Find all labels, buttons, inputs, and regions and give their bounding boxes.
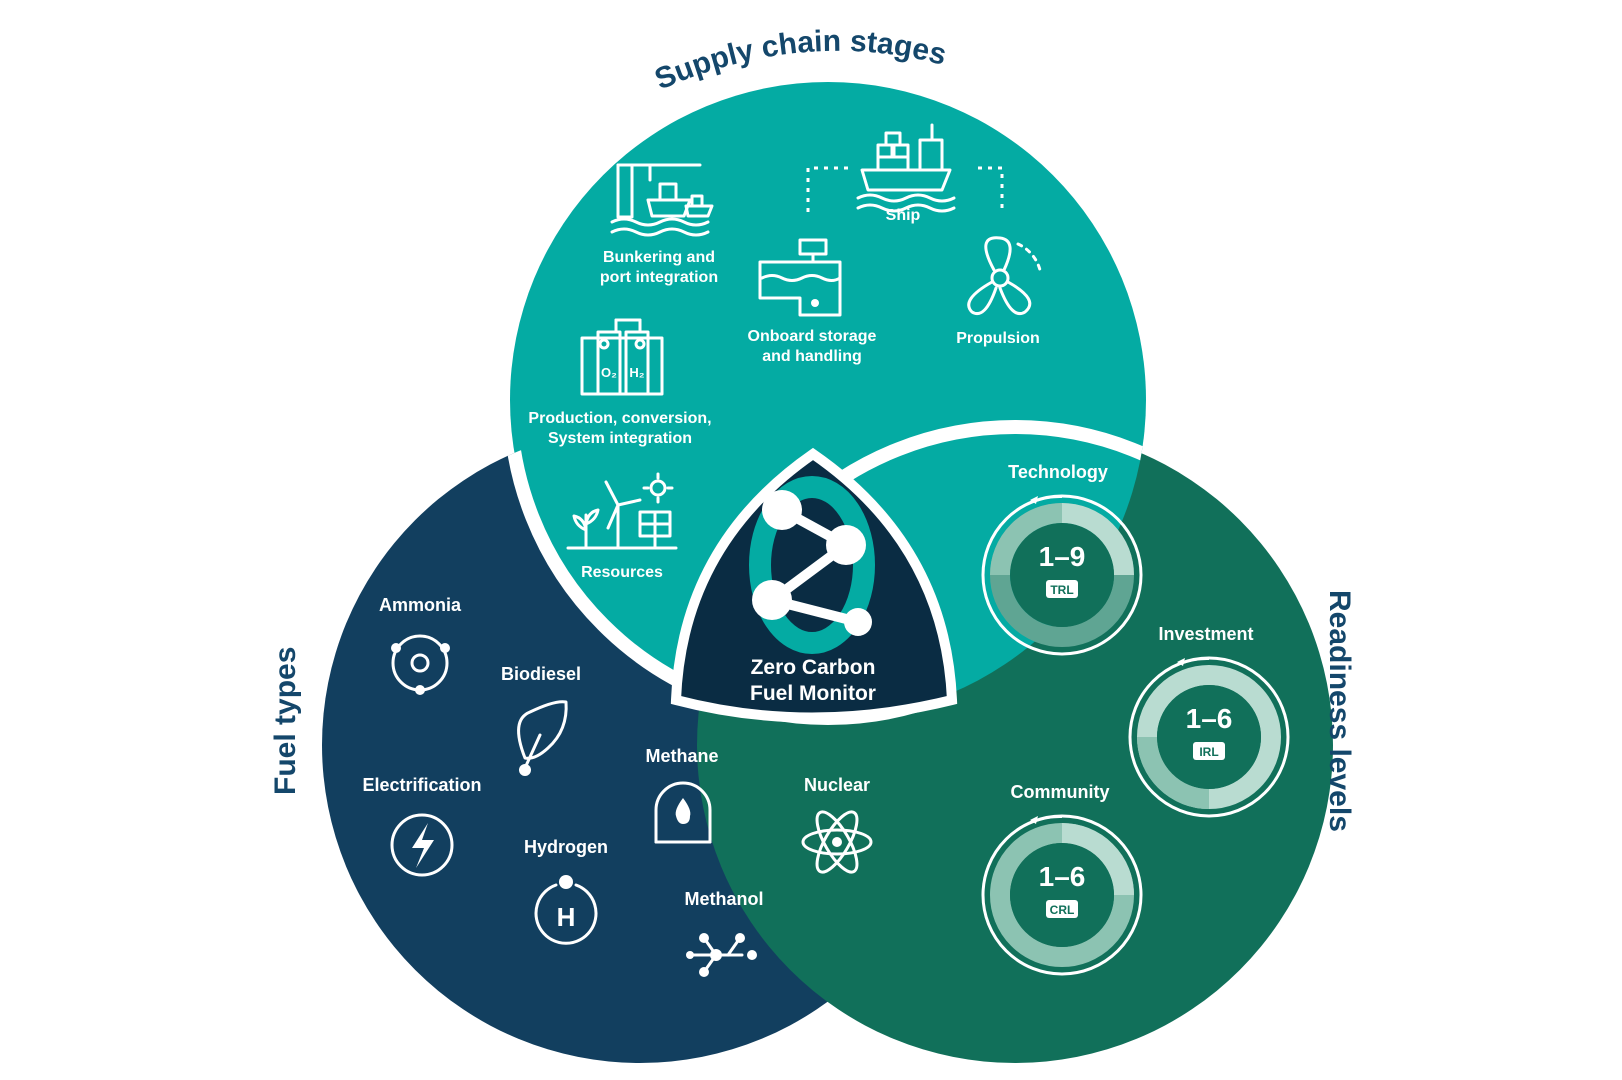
production-label-line2: System integration bbox=[548, 430, 692, 447]
methane-tank-icon bbox=[654, 781, 712, 844]
center-panel bbox=[670, 447, 958, 723]
lightning-icon bbox=[390, 813, 454, 877]
h2-symbol: H₂ bbox=[629, 365, 644, 380]
community-gauge-icon bbox=[981, 814, 1143, 976]
ship-dotted-connector-left bbox=[806, 166, 848, 212]
onboard-storage-label-line2: and handling bbox=[762, 348, 862, 365]
community-range: 1–6 bbox=[1039, 861, 1086, 892]
ship-label: Ship bbox=[886, 207, 921, 224]
fuel-types-title-path: Fuel types bbox=[269, 647, 302, 795]
center-title-line1: Zero Carbon bbox=[751, 656, 876, 679]
methane-label: Methane bbox=[645, 746, 718, 766]
bunkering-port-icon bbox=[610, 163, 714, 237]
bunkering-label-line1: Bunkering and bbox=[603, 249, 715, 266]
ship-icon bbox=[856, 123, 956, 213]
ammonia-label: Ammonia bbox=[379, 595, 462, 615]
propeller-icon bbox=[967, 236, 1042, 315]
electrolyser-icon bbox=[580, 318, 664, 396]
technology-label: Technology bbox=[1008, 462, 1108, 482]
bunkering-label-line2: port integration bbox=[600, 269, 718, 286]
biodiesel-label: Biodiesel bbox=[501, 664, 581, 684]
readiness-levels-title: Readiness levels bbox=[1323, 590, 1356, 832]
o2-symbol: O₂ bbox=[601, 365, 617, 380]
community-label: Community bbox=[1011, 782, 1110, 802]
hydrogen-symbol: H bbox=[557, 902, 576, 932]
readiness-circle-edge bbox=[690, 420, 1146, 718]
hydrogen-label: Hydrogen bbox=[524, 837, 608, 857]
electrification-label: Electrification bbox=[362, 775, 481, 795]
production-label-line1: Production, conversion, bbox=[528, 410, 711, 427]
community-badge: CRL bbox=[1050, 903, 1075, 917]
readiness-levels-title-path: Readiness levels bbox=[1323, 590, 1356, 832]
technology-badge: TRL bbox=[1050, 583, 1073, 597]
ship-dotted-connector-right bbox=[978, 166, 1004, 212]
propulsion-label: Propulsion bbox=[956, 330, 1040, 347]
investment-badge: IRL bbox=[1199, 745, 1218, 759]
ammonia-icon bbox=[391, 634, 450, 695]
onboard-storage-icon bbox=[758, 238, 842, 317]
technology-range: 1–9 bbox=[1039, 541, 1086, 572]
fuel-types-title: Fuel types bbox=[269, 647, 302, 795]
center-title-line2: Fuel Monitor bbox=[750, 682, 876, 705]
methanol-molecule-icon bbox=[686, 933, 757, 977]
onboard-storage-label-line1: Onboard storage bbox=[748, 328, 877, 345]
resources-icon bbox=[566, 472, 678, 550]
hydrogen-icon bbox=[534, 875, 598, 945]
investment-range: 1–6 bbox=[1186, 703, 1233, 734]
zero-carbon-logo-icon bbox=[749, 476, 875, 654]
methanol-label: Methanol bbox=[685, 889, 764, 909]
investment-label: Investment bbox=[1158, 624, 1253, 644]
leaf-icon bbox=[517, 700, 568, 776]
nuclear-label: Nuclear bbox=[804, 775, 870, 795]
resources-label: Resources bbox=[581, 564, 663, 581]
atom-icon bbox=[801, 810, 873, 874]
investment-gauge-icon bbox=[1128, 656, 1290, 818]
technology-gauge-icon bbox=[981, 494, 1143, 656]
